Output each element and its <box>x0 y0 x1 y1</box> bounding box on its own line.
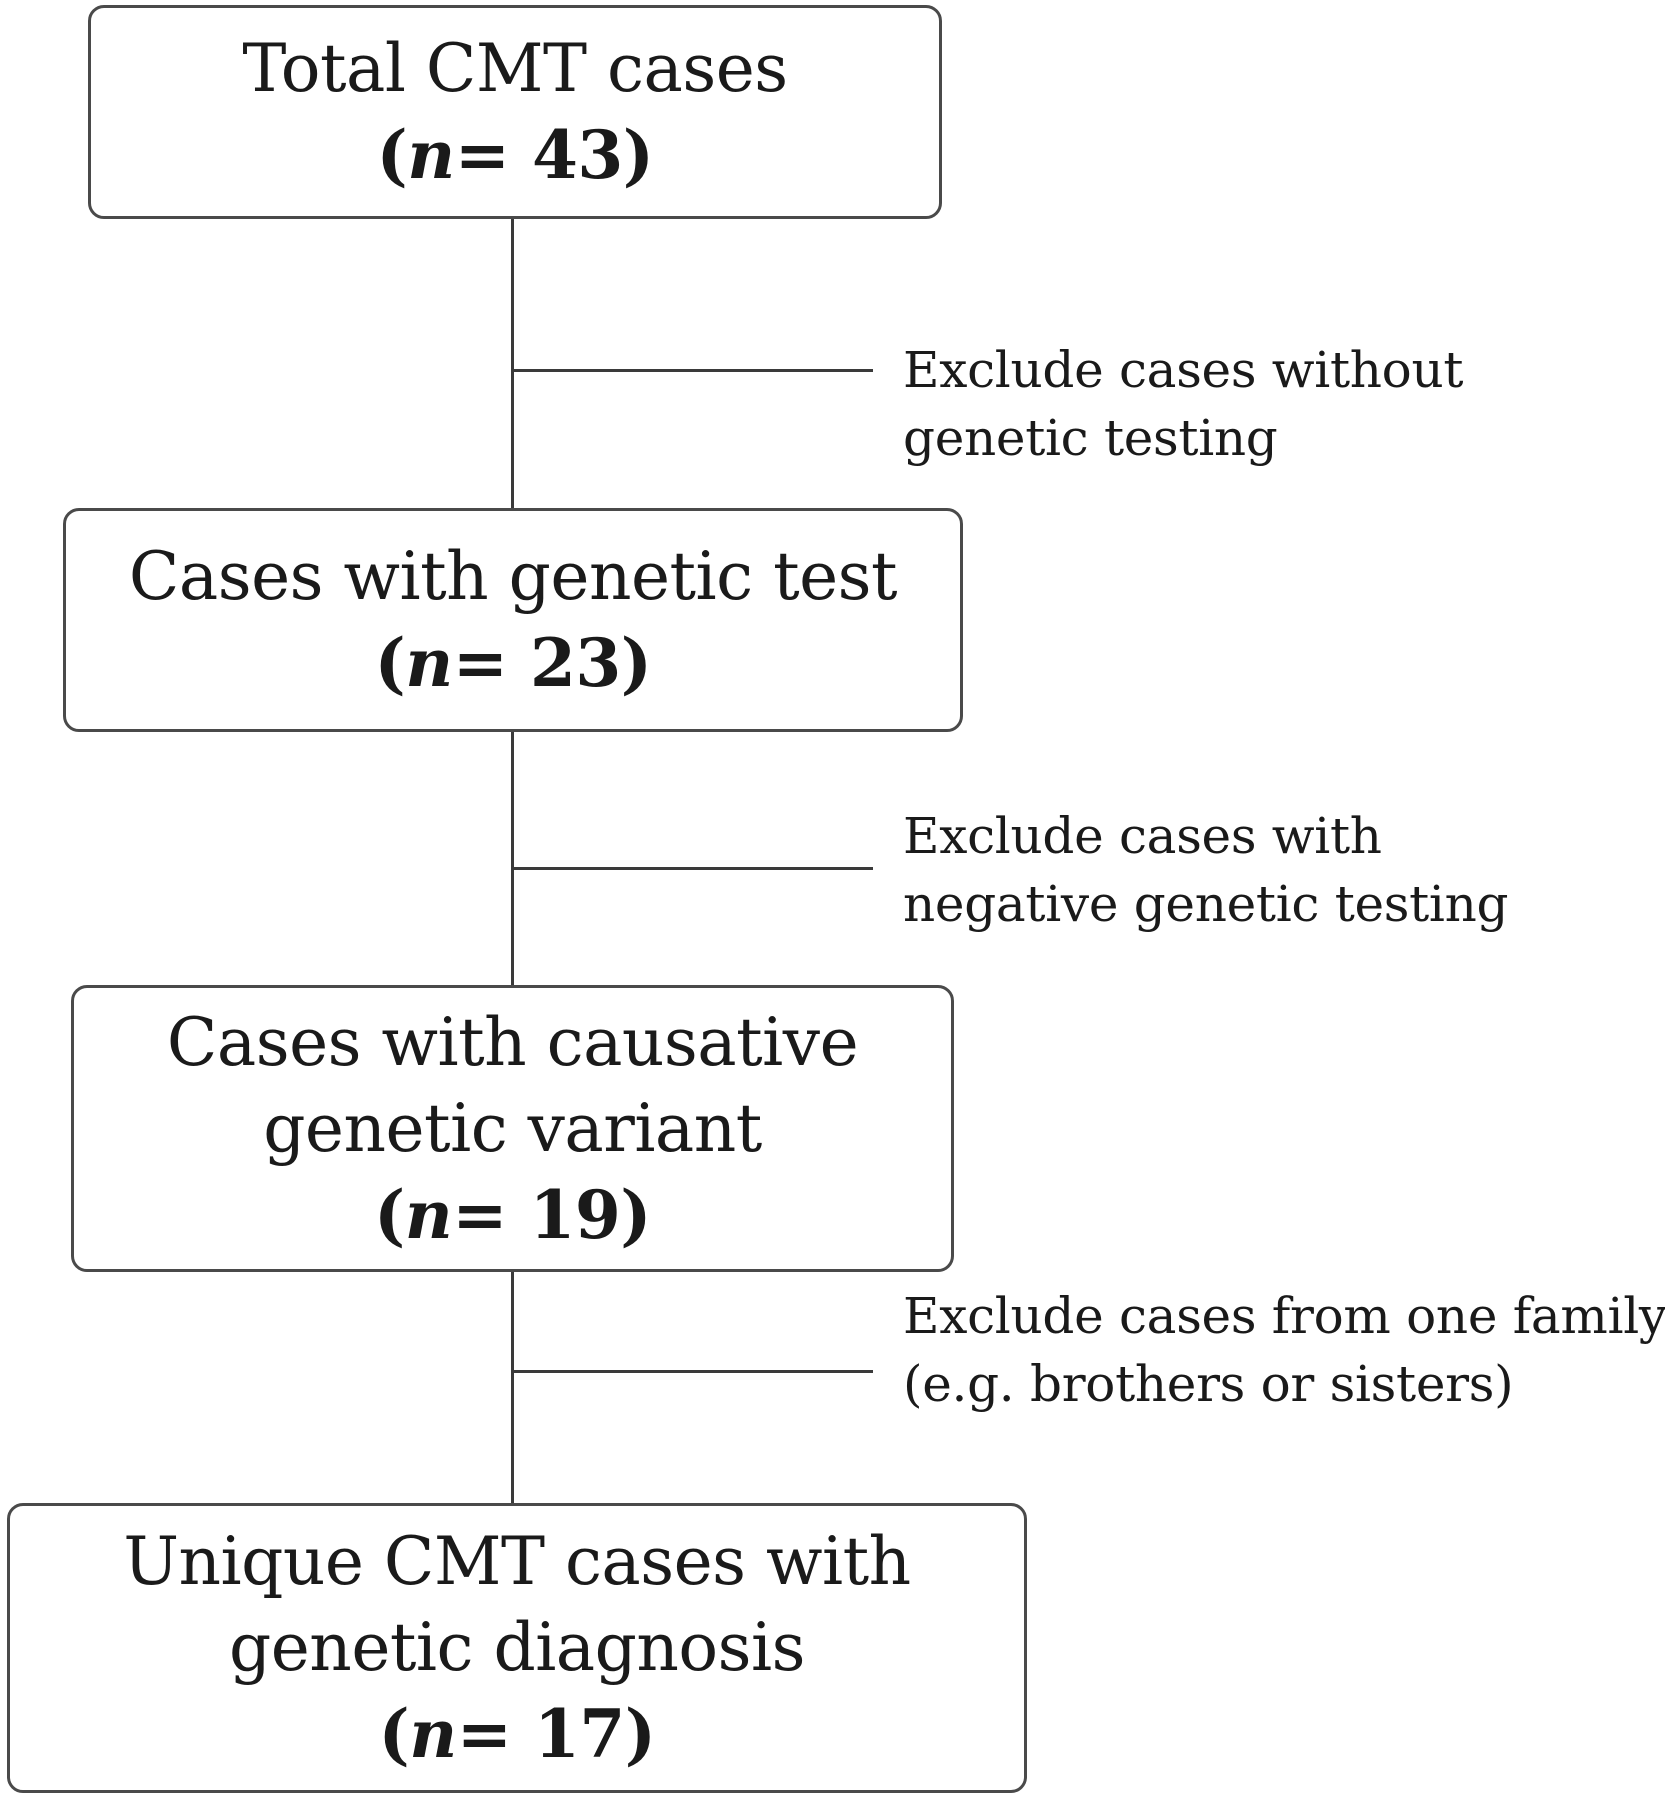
exclusion-note-1: Exclude cases without genetic testing <box>903 341 1464 467</box>
step-box-label: genetic variant <box>263 1089 762 1167</box>
connector-step3-step4 <box>511 1270 514 1504</box>
connector-step2-step3 <box>511 730 514 986</box>
exclusion-note-2: Exclude cases with negative genetic test… <box>903 807 1509 933</box>
step-box-causative-variant: Cases with causative genetic variant (n=… <box>71 985 954 1272</box>
exclusion-note-3: Exclude cases from one family (e.g. brot… <box>903 1287 1665 1413</box>
step-box-label: Cases with causative <box>166 1003 859 1081</box>
step-box-count: (n= 23) <box>374 624 652 702</box>
exclusion-branch-1 <box>511 369 873 372</box>
step-box-genetic-test: Cases with genetic test (n= 23) <box>63 508 963 732</box>
step-box-label: Cases with genetic test <box>128 538 898 615</box>
connector-step1-step2 <box>511 217 514 509</box>
step-box-count: (n= 43) <box>376 116 654 194</box>
step-box-unique-cases: Unique CMT cases with genetic diagnosis … <box>7 1503 1027 1793</box>
step-box-count: (n= 17) <box>378 1695 656 1773</box>
step-box-label: Unique CMT cases with <box>123 1523 911 1600</box>
step-box-label: Total CMT cases <box>242 30 788 107</box>
step-box-count: (n= 19) <box>373 1175 652 1254</box>
exclusion-branch-2 <box>511 867 873 870</box>
step-box-label: genetic diagnosis <box>229 1609 806 1686</box>
exclusion-branch-3 <box>511 1370 873 1373</box>
step-box-total-cases: Total CMT cases (n= 43) <box>88 5 942 219</box>
